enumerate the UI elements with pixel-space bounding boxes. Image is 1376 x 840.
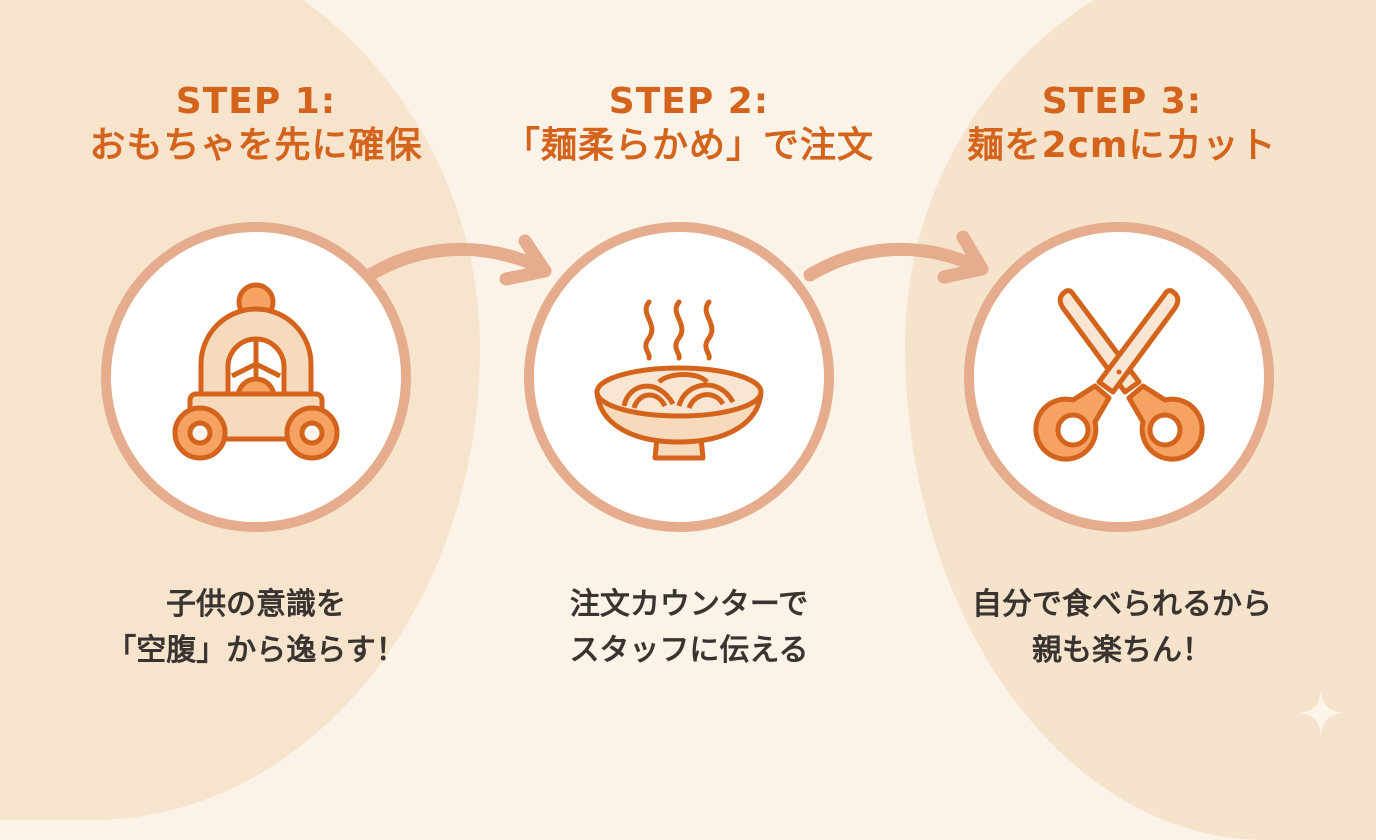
step-1-label: STEP 1: — [175, 81, 337, 122]
arrow-step1-to-step2 — [363, 234, 552, 286]
step-3: STEP 3: 麺を2cmにカット 自分で食べられるから 親も楽ちん！ — [902, 0, 1342, 768]
step-3-icon-circle — [964, 222, 1274, 532]
step-1-heading: おもちゃを先に確保 — [89, 125, 423, 166]
step-3-label: STEP 3: — [1041, 81, 1203, 122]
arrow-step2-to-step3 — [803, 230, 989, 284]
step-2-heading: 「麺柔らかめ」で注文 — [503, 125, 874, 166]
step-1-description: 子供の意識を 「空腹」から逸らす！ — [36, 582, 476, 674]
step-3-heading: 麺を2cmにカット — [967, 125, 1277, 166]
step-3-title: STEP 3: 麺を2cmにカット — [968, 80, 1277, 168]
noodle-bowl-icon — [594, 299, 764, 461]
scissors-icon — [1033, 288, 1205, 462]
step-3-desc-line2: 親も楽ちん！ — [1032, 633, 1212, 668]
step-2-description: 注文カウンターで スタッフに伝える — [469, 582, 909, 674]
step-1-desc-line2: 「空腹」から逸らす！ — [106, 633, 406, 668]
step-3-description: 自分で食べられるから 親も楽ちん！ — [902, 582, 1342, 674]
toy-car-icon — [172, 282, 340, 461]
step-1-icon-circle — [101, 222, 411, 532]
step-1-desc-line1: 子供の意識を — [166, 587, 346, 622]
step-1: STEP 1: おもちゃを先に確保 子供の意識を 「空腹」から逸らす！ — [36, 0, 476, 768]
step-2-label: STEP 2: — [608, 81, 770, 122]
step-2-desc-line1: 注文カウンターで — [569, 587, 809, 622]
sparkle-icon — [1298, 690, 1344, 736]
step-2-icon-circle — [524, 222, 834, 532]
step-2-title: STEP 2: 「麺柔らかめ」で注文 — [504, 80, 874, 168]
step-3-desc-line1: 自分で食べられるから — [972, 587, 1272, 622]
step-1-title: STEP 1: おもちゃを先に確保 — [89, 80, 422, 168]
step-2-desc-line2: スタッフに伝える — [569, 633, 809, 668]
step-2: STEP 2: 「麺柔らかめ」で注文 注文カウンターで スタッフに伝える — [469, 0, 909, 768]
